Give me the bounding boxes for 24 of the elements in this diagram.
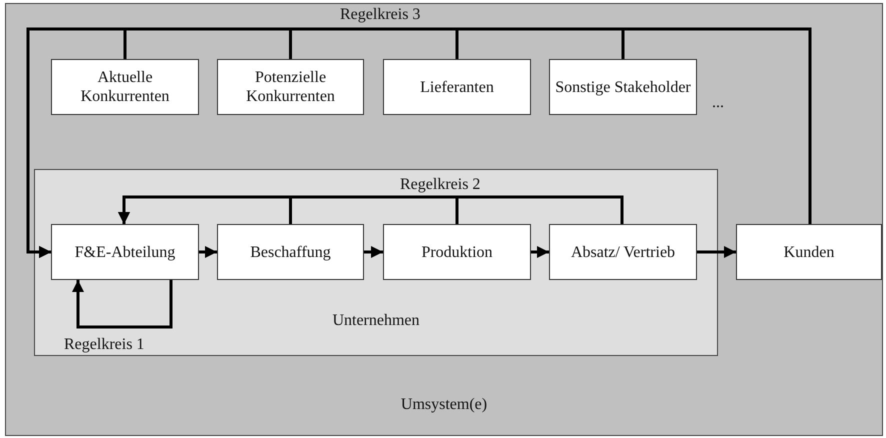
arrow xyxy=(364,246,383,258)
arrow xyxy=(72,280,172,328)
arrow xyxy=(697,246,736,258)
arrow xyxy=(199,246,217,258)
process-box: Produktion xyxy=(383,224,531,280)
loop-label: Regelkreis 2 xyxy=(400,176,480,194)
panel-title: Unternehmen xyxy=(331,312,421,330)
arrow xyxy=(26,28,624,258)
loop-label: Regelkreis 3 xyxy=(340,6,420,24)
process-box: Absatz/ Vertrieb xyxy=(549,224,697,280)
process-box: Lieferanten xyxy=(383,59,531,115)
process-box: Sonstige Stakeholder xyxy=(549,59,697,115)
loop-label: Regelkreis 1 xyxy=(64,336,144,354)
environment-panel xyxy=(5,3,883,436)
process-box: Kunden xyxy=(736,224,882,280)
arrow xyxy=(531,246,549,258)
process-box: Beschaffung xyxy=(217,224,364,280)
company-panel xyxy=(34,169,718,356)
arrow xyxy=(118,196,458,224)
process-box: Aktuelle Konkurrenten xyxy=(51,59,199,115)
ellipsis-mark: ... xyxy=(712,94,724,112)
process-box: Potenzielle Konkurrenten xyxy=(217,59,364,115)
process-box: F&E-Abteilung xyxy=(51,224,199,280)
panel-title: Umsystem(e) xyxy=(400,396,488,414)
